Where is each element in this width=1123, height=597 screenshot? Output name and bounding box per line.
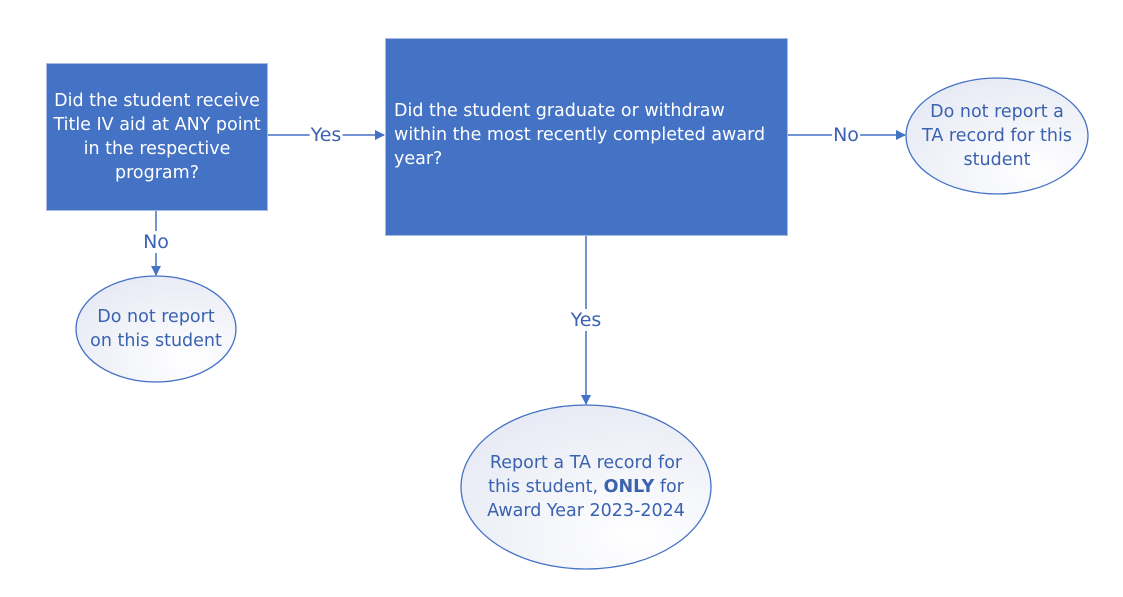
edge-label-yes: Yes [569, 309, 603, 331]
outcome-text: Report a TA record for this student, ONL… [476, 451, 696, 523]
decision-text: Did the student graduate or withdraw wit… [394, 101, 766, 169]
decision-graduate-withdraw: Did the student graduate or withdraw wit… [385, 38, 788, 236]
ellipse-report [460, 404, 712, 570]
outcome-text: Do not report on this student [90, 307, 222, 351]
emphasis-only: ONLY [603, 477, 655, 497]
ellipse-no-report [75, 275, 237, 383]
outcome-report-ta: Report a TA record for this student, ONL… [476, 440, 696, 534]
edge-label-no: No [142, 231, 170, 253]
text-part: for Award Year 2023-2024 [487, 477, 685, 521]
ellipse-no-ta [905, 77, 1089, 195]
text-part: Report a TA record for this student, [488, 453, 683, 497]
decision-text: Did the student receive Title IV aid at … [53, 91, 261, 183]
outcome-no-ta-record: Do not report a TA record for this stude… [918, 88, 1076, 184]
decision-title-iv-aid: Did the student receive Title IV aid at … [46, 63, 268, 211]
edge-label-no: No [832, 124, 860, 146]
outcome-do-not-report: Do not report on this student [86, 282, 226, 376]
edge-label-yes: Yes [309, 124, 343, 146]
outcome-text: Do not report a TA record for this stude… [922, 102, 1072, 170]
